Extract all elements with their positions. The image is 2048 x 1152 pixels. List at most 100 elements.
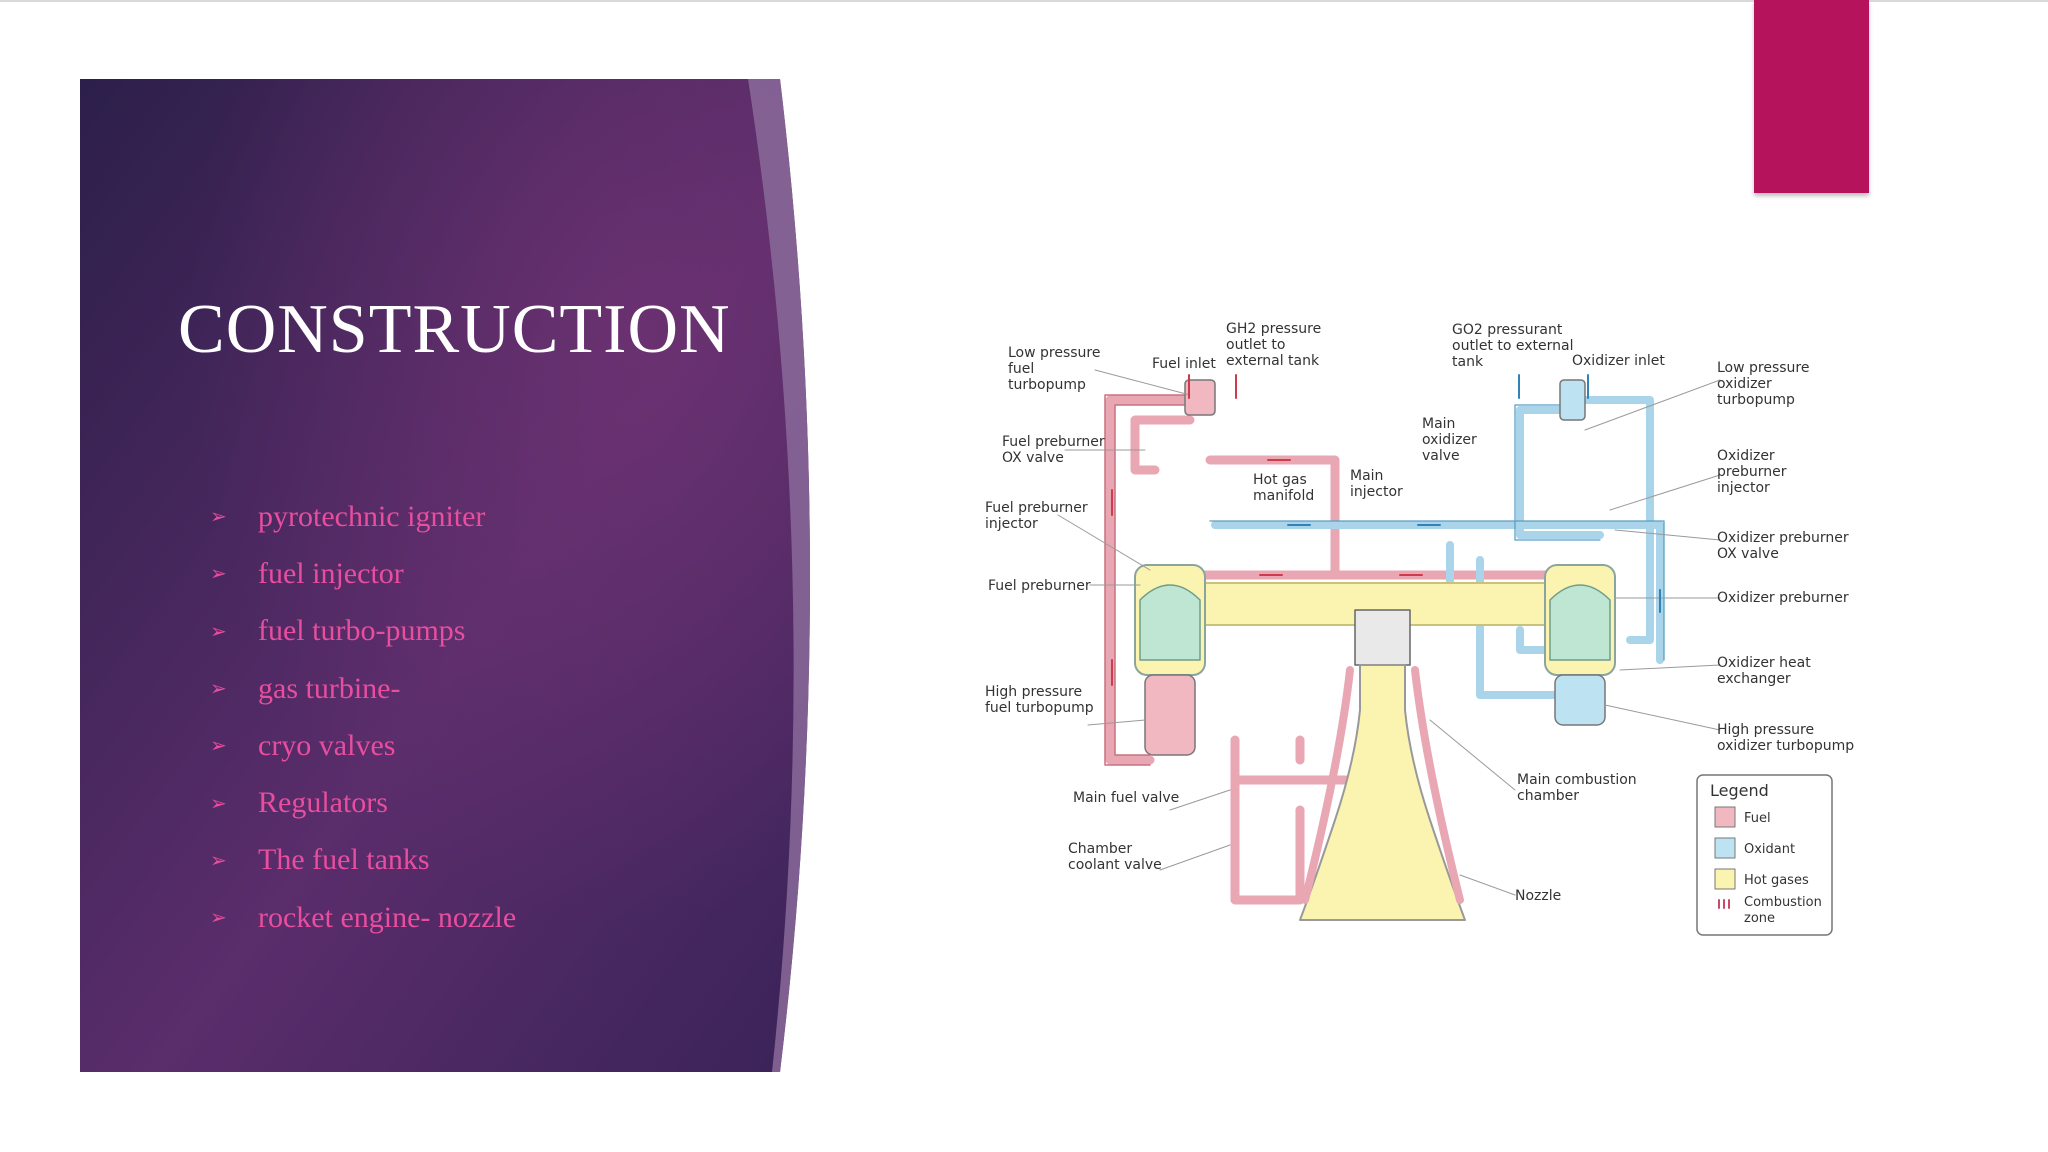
diagram-label: Main — [1422, 416, 1455, 432]
arrow-bullet-icon: ➢ — [210, 563, 227, 586]
diagram-label: fuel turbopump — [985, 700, 1094, 716]
arrow-bullet-icon: ➢ — [210, 620, 227, 643]
list-item: ➢ The fuel tanks — [210, 832, 516, 889]
list-item-text: gas turbine- — [258, 671, 401, 705]
diagram-label: Oxidizer preburner — [1717, 530, 1849, 546]
nozzle — [1299, 664, 1466, 921]
list-item-text: rocket engine- nozzle — [258, 900, 517, 934]
accent-tab — [1754, 0, 1869, 193]
diagram-label: Nozzle — [1515, 888, 1561, 904]
list-item: ➢ fuel injector — [210, 545, 516, 602]
list-item: ➢ Regulators — [210, 774, 516, 831]
diagram-label: Main fuel valve — [1073, 790, 1179, 806]
diagram-label: High pressure — [985, 684, 1082, 700]
diagram-label: oxidizer turbopump — [1717, 738, 1854, 754]
diagram-label: GO2 pressurant — [1452, 322, 1563, 338]
diagram-label: Fuel preburner — [1002, 434, 1105, 450]
high-pressure-oxidizer-turbopump — [1554, 674, 1606, 726]
diagram-label: Fuel preburner — [985, 500, 1088, 516]
list-item: ➢rocket engine- nozzle — [210, 889, 516, 946]
list-item-text: fuel turbo-pumps — [258, 614, 466, 648]
diagram-label: oxidizer — [1422, 432, 1477, 448]
diagram-label: Low pressure — [1008, 345, 1101, 361]
arrow-bullet-icon: ➢ — [210, 506, 227, 529]
diagram-label: Main combustion — [1517, 772, 1637, 788]
diagram-label: manifold — [1253, 488, 1314, 504]
legend-item-fuel: Fuel — [1744, 811, 1771, 826]
diagram-label: Oxidizer inlet — [1572, 353, 1665, 369]
diagram-label: outlet to external — [1452, 338, 1573, 354]
arrow-bullet-icon: ➢ — [210, 678, 227, 701]
diagram-label: OX valve — [1717, 546, 1779, 562]
diagram-label: injector — [985, 516, 1038, 532]
diagram-label: Fuel inlet — [1152, 356, 1216, 372]
bullet-list: ➢ pyrotechnic igniter ➢ fuel injector ➢ fue… — [210, 488, 516, 946]
arrow-bullet-icon: ➢ — [210, 792, 227, 815]
legend-item-combustion: Combustion — [1744, 895, 1822, 910]
diagram-label: Fuel preburner — [988, 578, 1091, 594]
legend-item-oxidant: Oxidant — [1744, 842, 1795, 857]
list-item-text: The fuel tanks — [258, 843, 430, 877]
fuel-line-outlines — [1104, 394, 1191, 766]
list-item-text: Regulators — [258, 786, 388, 820]
list-item-text: pyrotechnic igniter — [258, 499, 486, 533]
diagram-label: valve — [1422, 448, 1460, 464]
diagram-label: High pressure — [1717, 722, 1814, 738]
diagram-label: Oxidizer — [1717, 448, 1775, 464]
diagram-label: Main — [1350, 468, 1383, 484]
oxidant-flow-arrows — [1287, 374, 1661, 613]
arrow-bullet-icon: ➢ — [210, 849, 227, 872]
diagram-label: Oxidizer heat — [1717, 655, 1811, 671]
legend-item-combustion: zone — [1744, 911, 1775, 926]
diagram-label: oxidizer — [1717, 376, 1772, 392]
diagram-label: tank — [1452, 354, 1484, 370]
diagram-label: Chamber — [1068, 841, 1132, 857]
diagram-label: external tank — [1226, 353, 1320, 369]
legend-item-hot-gases: Hot gases — [1744, 873, 1809, 888]
diagram-label: OX valve — [1002, 450, 1064, 466]
main-injector — [1354, 609, 1411, 666]
list-item-text: fuel injector — [258, 556, 404, 590]
low-pressure-fuel-turbopump — [1184, 379, 1216, 416]
list-item: ➢ gas turbine- — [210, 660, 516, 717]
high-pressure-fuel-turbopump — [1144, 674, 1196, 756]
slide-title: CONSTRUCTION — [178, 291, 731, 368]
diagram-label: fuel — [1008, 361, 1034, 377]
panel-background — [80, 79, 810, 1072]
low-pressure-oxidizer-turbopump — [1559, 379, 1586, 421]
list-item: ➢ fuel turbo-pumps — [210, 603, 516, 660]
leader-lines — [1057, 369, 1721, 896]
diagram-label: preburner — [1717, 464, 1787, 480]
diagram-label: chamber — [1517, 788, 1579, 804]
diagram-label: coolant valve — [1068, 857, 1162, 873]
diagram-label: turbopump — [1717, 392, 1795, 408]
diagram-label: exchanger — [1717, 671, 1791, 687]
oxidant-line-outlines — [1209, 404, 1665, 661]
legend-title: Legend — [1710, 781, 1769, 800]
diagram-label: Low pressure — [1717, 360, 1810, 376]
diagram-label: Hot gas — [1253, 472, 1307, 488]
title-panel — [80, 79, 820, 1072]
list-item: ➢ pyrotechnic igniter — [210, 488, 516, 545]
diagram-label: Oxidizer preburner — [1717, 590, 1849, 606]
list-item-text: cryo valves — [258, 728, 396, 762]
top-border — [0, 0, 2048, 2]
diagram-label: injector — [1350, 484, 1403, 500]
arrow-bullet-icon: ➢ — [210, 735, 227, 758]
